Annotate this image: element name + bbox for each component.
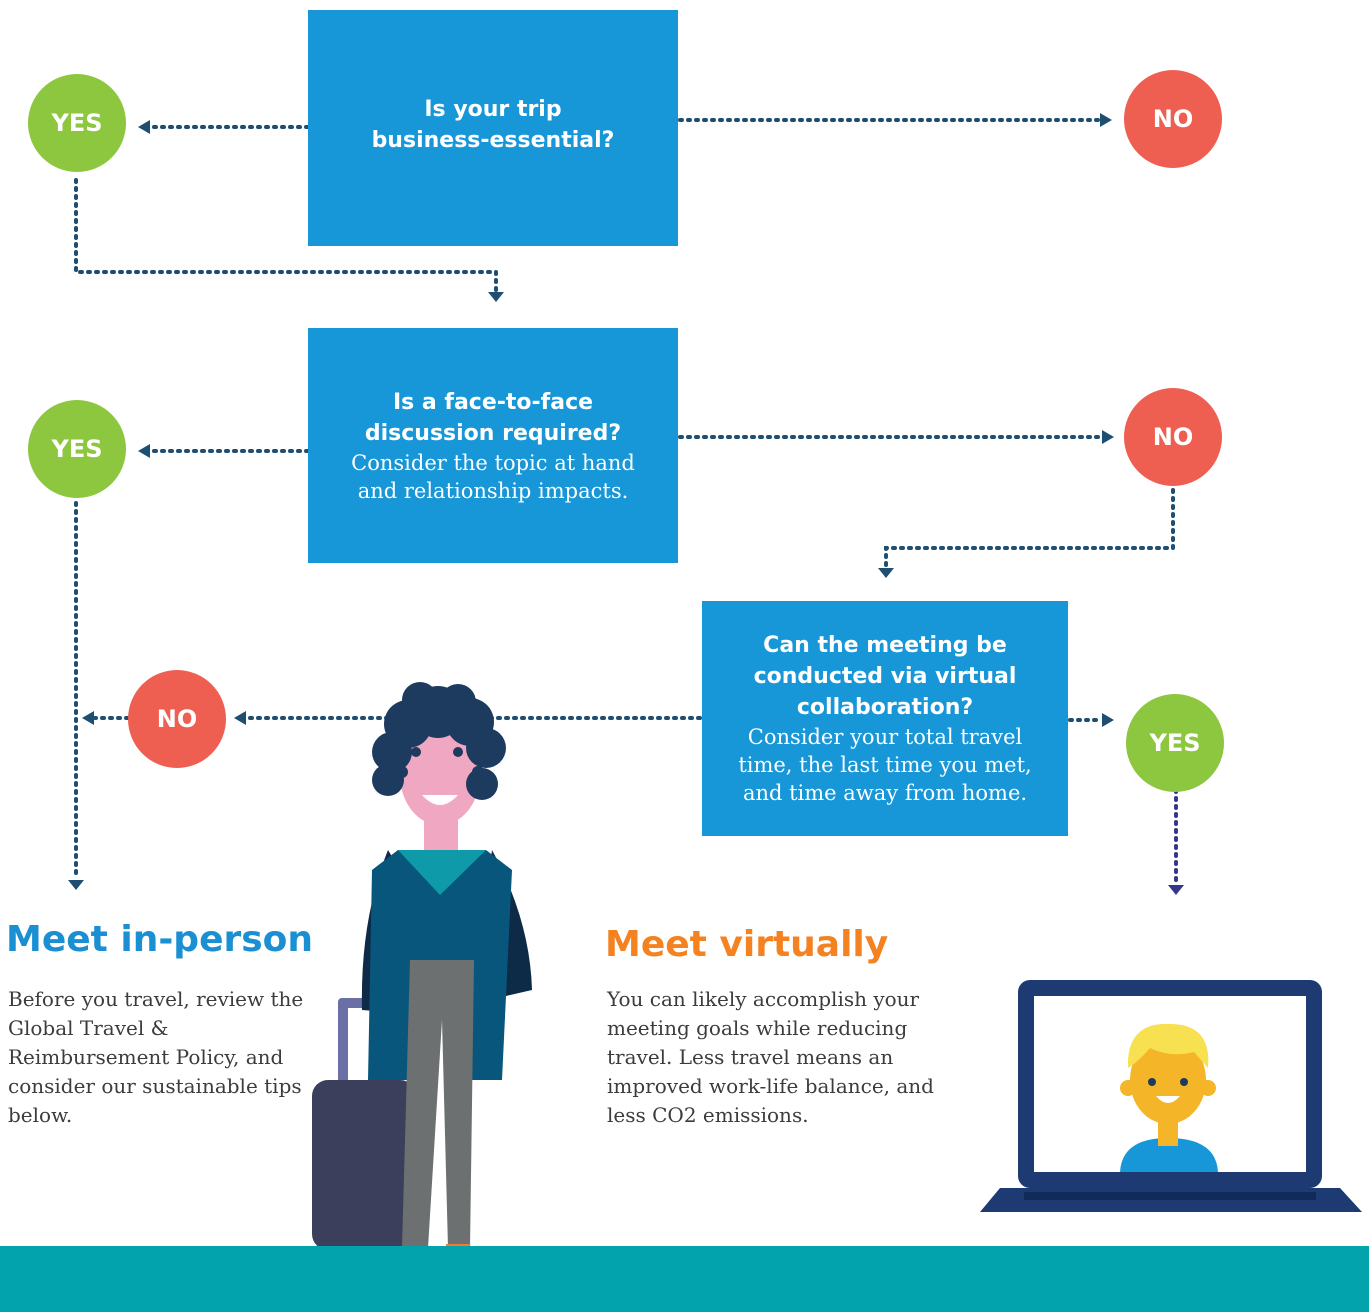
no2-to-q3-connector [884, 488, 1175, 568]
meet-in-person-text: Before you travel, review the Global Tra… [8, 987, 304, 1127]
arrowhead-right-icon [1102, 713, 1114, 727]
woman-with-suitcase-illustration [312, 682, 532, 1306]
arrowhead-left-icon [138, 120, 150, 134]
meet-virtually-text: You can likely accomplish your meeting g… [607, 987, 934, 1127]
question-business-essential: Is your trip business-essential? [308, 10, 678, 246]
arrowhead-left-icon [138, 444, 150, 458]
laptop-video-call-illustration [980, 980, 1362, 1212]
yes-circle: YES [1126, 694, 1224, 792]
arrowhead-right-icon [1102, 430, 1114, 444]
yes1-to-q2-connector [74, 178, 498, 292]
footer-band [0, 1246, 1369, 1312]
yes-circle: YES [28, 74, 126, 172]
question-virtual-collaboration: Can the meeting be conducted via virtual… [702, 601, 1068, 836]
arrowhead-down-icon [488, 292, 504, 302]
question-note: Consider the topic at hand and relations… [351, 450, 635, 503]
question-face-to-face: Is a face-to-face discussion required? C… [308, 328, 678, 563]
arrowhead-down-icon [68, 880, 84, 890]
no-circle: NO [1124, 388, 1222, 486]
question-title: Can the meeting be conducted via virtual… [753, 633, 1017, 720]
no-circle: NO [128, 670, 226, 768]
arrowhead-right-icon [1100, 113, 1112, 127]
question-title: Is a face-to-face discussion required? [364, 389, 622, 446]
question-note: Consider your total travel time, the las… [738, 725, 1032, 805]
arrowhead-down-icon [1168, 885, 1184, 895]
question-title: Is your trip business-essential? [371, 97, 615, 153]
yes-circle: YES [28, 400, 126, 498]
arrowhead-left-icon [82, 711, 94, 725]
arrowhead-left-icon [234, 711, 246, 725]
no-circle: NO [1124, 70, 1222, 168]
arrowhead-down-icon [878, 568, 894, 578]
meet-virtually-heading: Meet virtually [605, 924, 889, 965]
meet-in-person-heading: Meet in-person [6, 919, 314, 960]
